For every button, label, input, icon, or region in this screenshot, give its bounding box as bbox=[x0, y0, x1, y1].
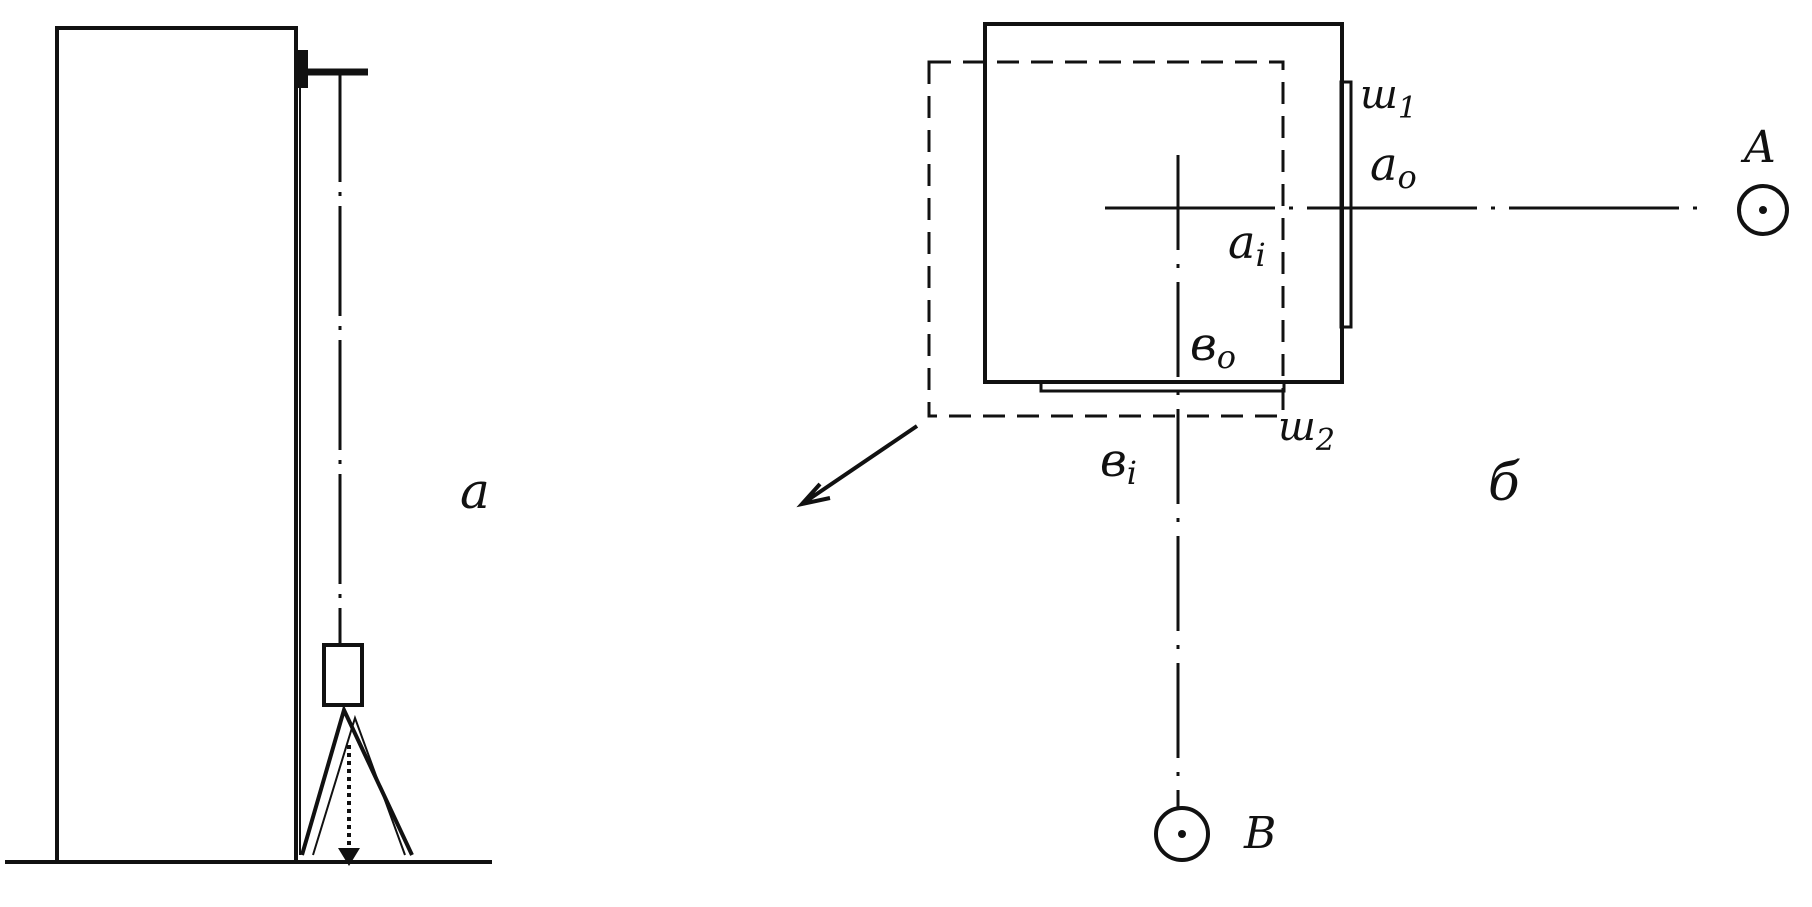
scale-2-label: ш2 bbox=[1278, 404, 1335, 458]
wall-panel bbox=[55, 26, 298, 864]
direction-arrow-icon bbox=[796, 424, 919, 508]
reading-ai-label: ai bbox=[1228, 215, 1266, 274]
tripod-inner-legs bbox=[312, 714, 406, 856]
panel-b-sketch: A B ш1 ш2 ao ai вo вi б bbox=[796, 22, 1789, 862]
scale-1-label: ш1 bbox=[1360, 72, 1417, 126]
plumb-drop-arrow-icon bbox=[338, 848, 360, 866]
reading-bi-label: вi bbox=[1100, 433, 1137, 492]
station-B-dot bbox=[1178, 830, 1186, 838]
station-B-label: B bbox=[1243, 808, 1276, 859]
panel-solid-outline bbox=[983, 22, 1344, 384]
plumb-bob-box bbox=[322, 643, 364, 707]
tripod-legs bbox=[300, 704, 414, 856]
panel-b-label: б bbox=[1488, 453, 1520, 513]
station-A-ring bbox=[1737, 184, 1789, 236]
panel-a-sketch: a bbox=[5, 26, 492, 866]
panel-a-label: a bbox=[460, 462, 490, 520]
station-B-ring bbox=[1154, 806, 1210, 862]
scale-strip-2 bbox=[1039, 380, 1286, 393]
scale-strip-1 bbox=[1339, 80, 1353, 329]
reading-a0-label: ao bbox=[1370, 137, 1417, 196]
panel-dashed-outline bbox=[927, 60, 1285, 418]
station-A-label: A bbox=[1740, 122, 1776, 173]
reading-b0-label: вo bbox=[1190, 317, 1236, 376]
station-A-dot bbox=[1759, 206, 1767, 214]
